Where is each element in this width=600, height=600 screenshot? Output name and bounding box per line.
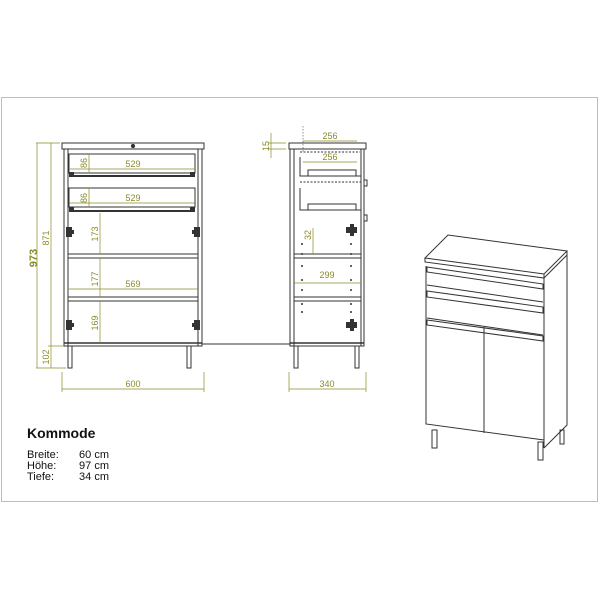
- dim-shelf-depth: 299: [319, 270, 334, 280]
- hinge-icon: [192, 227, 200, 237]
- dim-drawer2-height: 86: [79, 193, 89, 203]
- hinge-icon: [346, 224, 357, 236]
- front-body: [63, 148, 203, 347]
- side-body: [289, 148, 365, 347]
- iso-side: [543, 255, 568, 449]
- spec-row-width: Breite: 60 cm: [27, 450, 109, 461]
- dim-leg-height: 102: [41, 349, 51, 364]
- hinge-icon: [66, 227, 74, 237]
- dim-shelf-width: 569: [125, 279, 140, 289]
- hinge-icon: [66, 320, 74, 330]
- isometric-view: [423, 234, 569, 461]
- side-details: [301, 224, 357, 331]
- spec-label: Höhe:: [27, 460, 57, 472]
- hinge-icon: [346, 319, 357, 331]
- front-leg-right: [186, 345, 192, 369]
- side-dimension-lines: [268, 126, 367, 392]
- iso-top: [423, 234, 569, 275]
- dim-drawer-depth: 256: [322, 152, 337, 162]
- dimension-labels: 973 871 102 600 86 529 86 529 173 177 56…: [28, 131, 338, 389]
- front-dimension-lines: [36, 142, 205, 392]
- product-info: Kommode Breite: 60 cm Höhe: 97 cm Tiefe:…: [27, 425, 109, 483]
- front-hinges: [66, 172, 200, 330]
- spec-value: 97 cm: [79, 460, 109, 472]
- dim-width: 600: [125, 379, 140, 389]
- dim-top-thickness: 15: [261, 141, 271, 151]
- iso-leg: [559, 429, 565, 445]
- iso-leg: [431, 429, 438, 449]
- dim-hole-spacing: 32: [303, 230, 313, 240]
- dim-drawer2-width: 529: [125, 193, 140, 203]
- side-top-panel: [288, 142, 367, 150]
- drawing-frame: [1, 97, 598, 502]
- spec-value: 34 cm: [79, 471, 109, 483]
- dim-top-depth: 256: [322, 131, 337, 141]
- front-view: [61, 142, 205, 369]
- iso-leg: [537, 441, 544, 461]
- side-view: [288, 142, 368, 369]
- dim-body-height: 871: [41, 230, 51, 245]
- spec-row-height: Höhe: 97 cm: [27, 461, 109, 472]
- dim-drawer1-height: 86: [79, 158, 89, 168]
- front-leg-left: [67, 345, 73, 369]
- side-leg-front: [293, 345, 299, 369]
- dim-total-height: 973: [28, 249, 40, 267]
- spec-label: Tiefe:: [27, 471, 55, 483]
- product-title: Kommode: [27, 425, 96, 441]
- dim-depth: 340: [319, 379, 334, 389]
- spec-row-depth: Tiefe: 34 cm: [27, 472, 109, 483]
- dim-compartment3-height: 169: [90, 315, 100, 330]
- dim-compartment1-height: 173: [90, 226, 100, 241]
- spec-label: Breite:: [27, 449, 59, 461]
- dim-drawer1-width: 529: [125, 159, 140, 169]
- side-leg-back: [354, 345, 360, 369]
- spec-value: 60 cm: [79, 449, 109, 461]
- hinge-icon: [192, 320, 200, 330]
- dim-compartment2-height: 177: [90, 271, 100, 286]
